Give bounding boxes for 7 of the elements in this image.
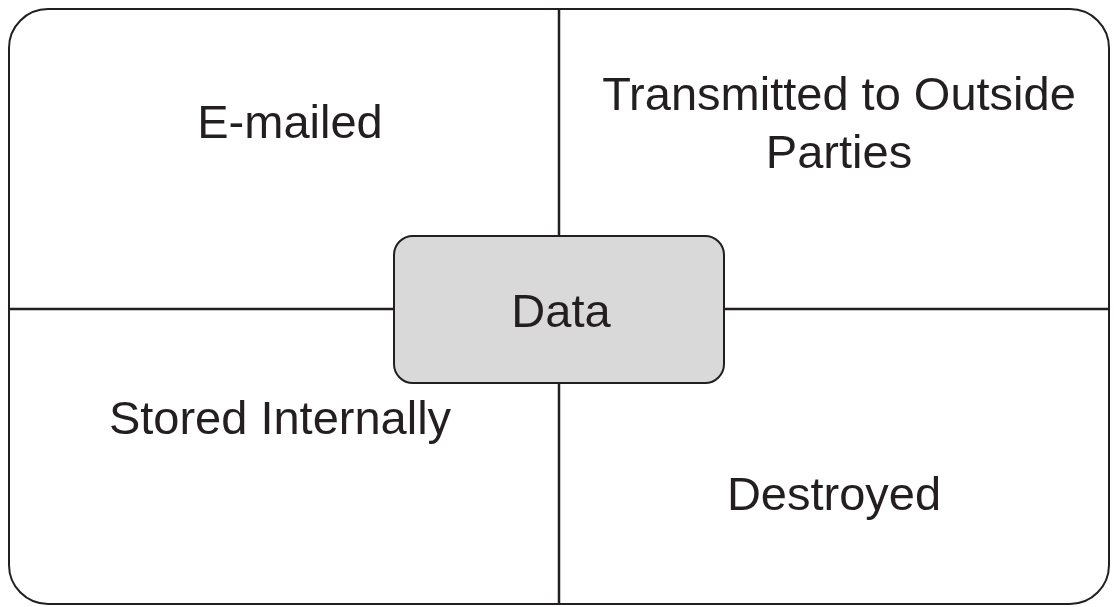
- quadrant-label: Transmitted to Outside Parties: [601, 66, 1077, 180]
- quadrant-label: E-mailed: [196, 94, 384, 150]
- quadrant-label: Destroyed: [725, 466, 943, 522]
- frame-box: [8, 8, 1110, 605]
- center-label: Data: [510, 283, 612, 339]
- center-box: [393, 235, 725, 384]
- quadrant-label: Stored Internally: [107, 390, 453, 446]
